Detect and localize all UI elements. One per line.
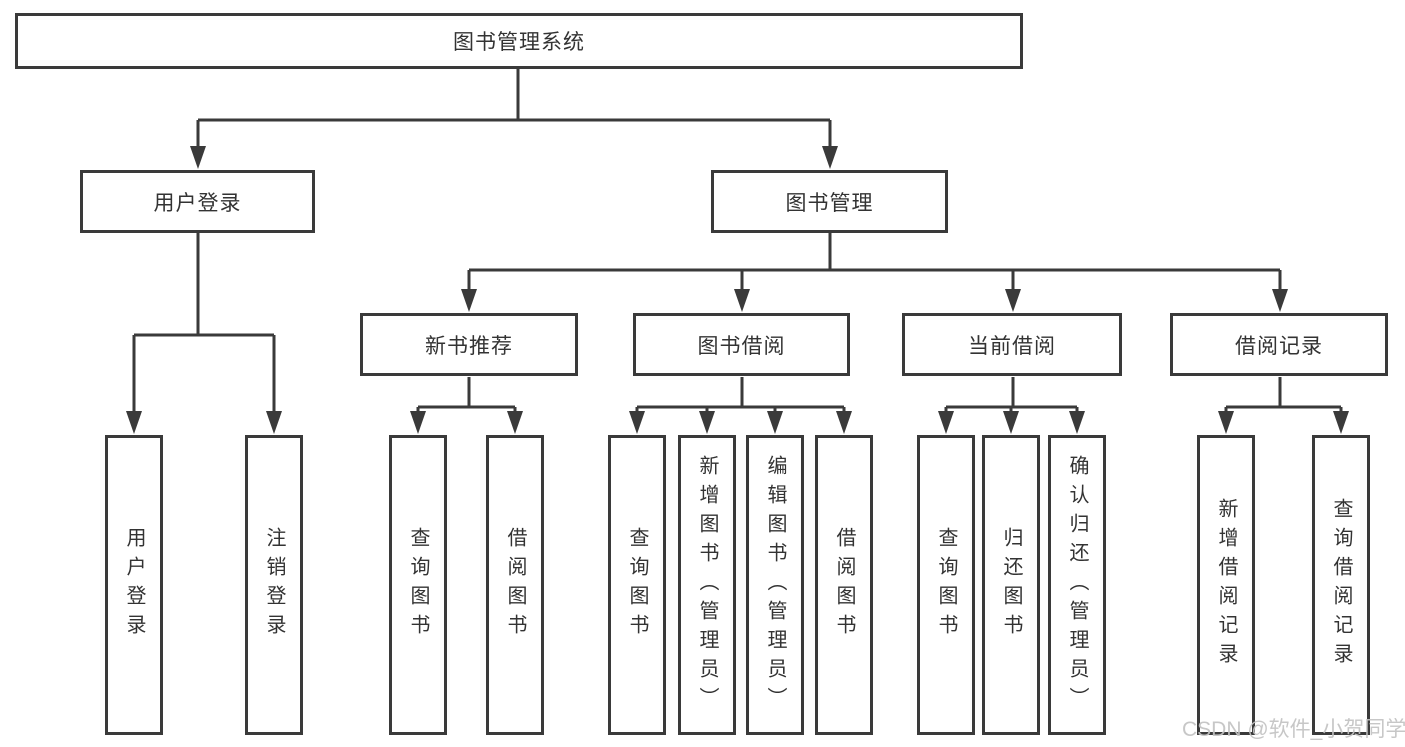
leaf-label: 确认归还（管理员） xyxy=(1066,454,1088,716)
leaf-label: 新增借阅记录 xyxy=(1215,498,1237,672)
leaf-add-books-admin: 新增图书（管理员） xyxy=(678,435,736,735)
leaf-user-login: 用户登录 xyxy=(105,435,163,735)
leaf-label: 借阅图书 xyxy=(504,527,526,643)
leaf-logout: 注销登录 xyxy=(245,435,303,735)
leaf-query-books-current: 查询图书 xyxy=(917,435,975,735)
leaf-label: 查询图书 xyxy=(407,527,429,643)
leaf-label: 新增图书（管理员） xyxy=(696,454,718,716)
node-label: 图书管理系统 xyxy=(453,31,585,54)
connector-user-login-to-leaves xyxy=(126,233,282,434)
leaf-query-borrow-record: 查询借阅记录 xyxy=(1312,435,1370,735)
leaf-query-books-recommend: 查询图书 xyxy=(389,435,447,735)
node-book-management: 图书管理 xyxy=(711,170,948,233)
connector-root-to-level2 xyxy=(190,69,838,169)
leaf-label: 编辑图书（管理员） xyxy=(764,454,786,716)
node-root-library-system: 图书管理系统 xyxy=(15,13,1023,69)
leaf-return-books: 归还图书 xyxy=(982,435,1040,735)
leaf-query-books-borrow: 查询图书 xyxy=(608,435,666,735)
node-book-borrow: 图书借阅 xyxy=(633,313,850,376)
node-current-borrow: 当前借阅 xyxy=(902,313,1122,376)
node-label: 图书管理 xyxy=(785,191,874,215)
leaf-label: 注销登录 xyxy=(263,527,285,643)
node-new-book-recommend: 新书推荐 xyxy=(360,313,578,376)
node-label: 借阅记录 xyxy=(1235,334,1323,358)
leaf-edit-books-admin: 编辑图书（管理员） xyxy=(746,435,804,735)
node-label: 新书推荐 xyxy=(425,334,513,358)
node-label: 用户登录 xyxy=(153,191,242,215)
leaf-confirm-return-admin: 确认归还（管理员） xyxy=(1048,435,1106,735)
connector-current-borrow-to-leaves xyxy=(938,377,1085,434)
leaf-label: 借阅图书 xyxy=(833,527,855,643)
leaf-label: 查询图书 xyxy=(626,527,648,643)
node-user-login: 用户登录 xyxy=(80,170,315,233)
leaf-label: 归还图书 xyxy=(1000,527,1022,643)
connector-new-book-to-leaves xyxy=(410,377,523,434)
node-label: 当前借阅 xyxy=(968,334,1056,358)
leaf-borrow-books: 借阅图书 xyxy=(815,435,873,735)
leaf-borrow-books-recommend: 借阅图书 xyxy=(486,435,544,735)
csdn-watermark: CSDN @软件_小贺同学 xyxy=(1182,718,1405,741)
leaf-label: 查询图书 xyxy=(935,527,957,643)
connector-book-borrow-to-leaves xyxy=(629,377,852,434)
connector-book-management-to-level3 xyxy=(461,233,1288,312)
leaf-label: 查询借阅记录 xyxy=(1330,498,1352,672)
leaf-label: 用户登录 xyxy=(123,527,145,643)
connector-borrow-record-to-leaves xyxy=(1218,377,1349,434)
node-label: 图书借阅 xyxy=(697,334,786,358)
node-borrow-record: 借阅记录 xyxy=(1170,313,1388,376)
leaf-add-borrow-record: 新增借阅记录 xyxy=(1197,435,1255,735)
